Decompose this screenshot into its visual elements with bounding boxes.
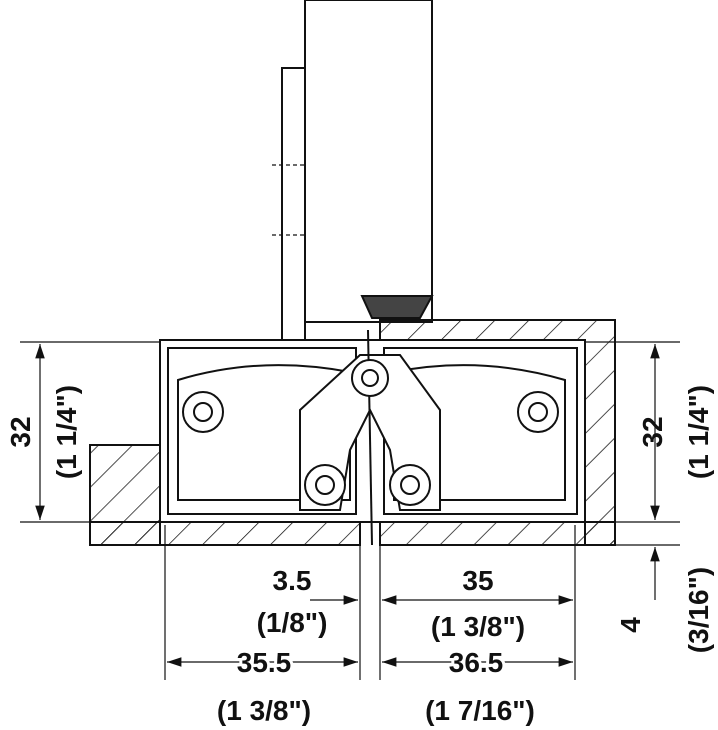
frame-inner-mm: 35 [462, 565, 493, 596]
depth-right-mm: 4 [615, 617, 646, 633]
door-side-mm: 35.5 [237, 647, 292, 678]
gap-mm: 3.5 [273, 565, 312, 596]
height-left-mm: 32 [5, 416, 36, 447]
frame-inner-inch: (1 3/8") [431, 611, 525, 642]
door-side-inch: (1 3/8") [217, 695, 311, 726]
frame-side-mm: 36.5 [449, 647, 504, 678]
frame-side-inch: (1 7/16") [425, 695, 535, 726]
dimension-labels: 32 (1 1/4") 32 (1 1/4") 4 (3/16") 3.5 (1… [5, 385, 714, 726]
hinge-body [159, 329, 586, 546]
extension-lines [20, 341, 680, 680]
height-left-inch: (1 1/4") [51, 385, 82, 479]
pivot-pins [182, 359, 559, 506]
depth-right-inch: (3/16") [683, 567, 714, 653]
dimension-arrows [35, 344, 660, 667]
height-right-mm: 32 [637, 416, 668, 447]
gap-inch: (1/8") [257, 607, 328, 638]
door-panel [272, 0, 434, 341]
height-right-inch: (1 1/4") [683, 385, 714, 479]
